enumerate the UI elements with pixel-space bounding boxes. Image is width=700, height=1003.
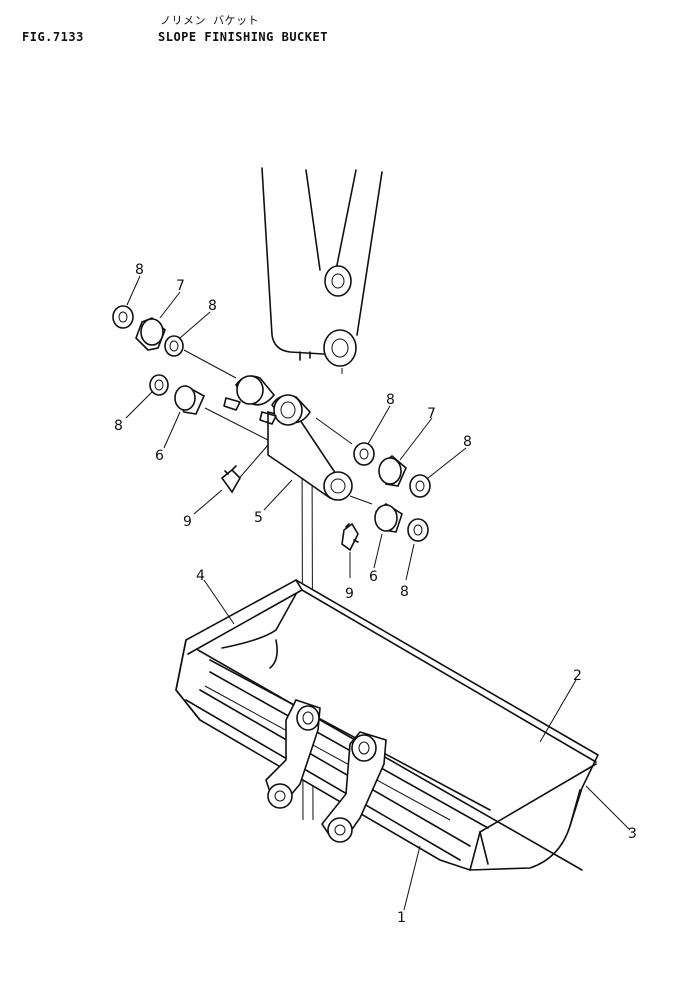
callout-6: 6 (155, 448, 164, 464)
figure-title: SLOPE FINISHING BUCKET (158, 30, 328, 44)
link (223, 375, 353, 501)
arm (261, 167, 383, 374)
callout-8: 8 (208, 298, 217, 314)
callout-8: 8 (386, 392, 395, 408)
callout-8: 8 (463, 434, 472, 450)
callout-8: 8 (400, 584, 409, 600)
callout-9: 9 (345, 586, 354, 602)
leader-lines (125, 275, 631, 911)
callout-6: 6 (369, 569, 378, 585)
callout-1: 1 (397, 910, 406, 926)
callout-3: 3 (628, 826, 637, 842)
callout-4: 4 (196, 568, 205, 584)
callout-7: 7 (427, 406, 436, 422)
callout-labels: 8 7 8 8 6 8 7 8 9 5 6 9 8 4 2 3 1 (114, 262, 637, 926)
callout-7: 7 (176, 278, 185, 294)
figure-number: FIG.7133 (22, 30, 84, 44)
callout-2: 2 (573, 668, 582, 684)
title-japanese: ノリメン バケット (160, 14, 260, 27)
bushings-and-seals (112, 305, 431, 542)
callout-5: 5 (254, 510, 263, 526)
callout-8: 8 (114, 418, 123, 434)
callout-8: 8 (135, 262, 144, 278)
callout-9: 9 (183, 514, 192, 530)
bucket (175, 579, 600, 871)
grease-fittings (220, 465, 359, 552)
